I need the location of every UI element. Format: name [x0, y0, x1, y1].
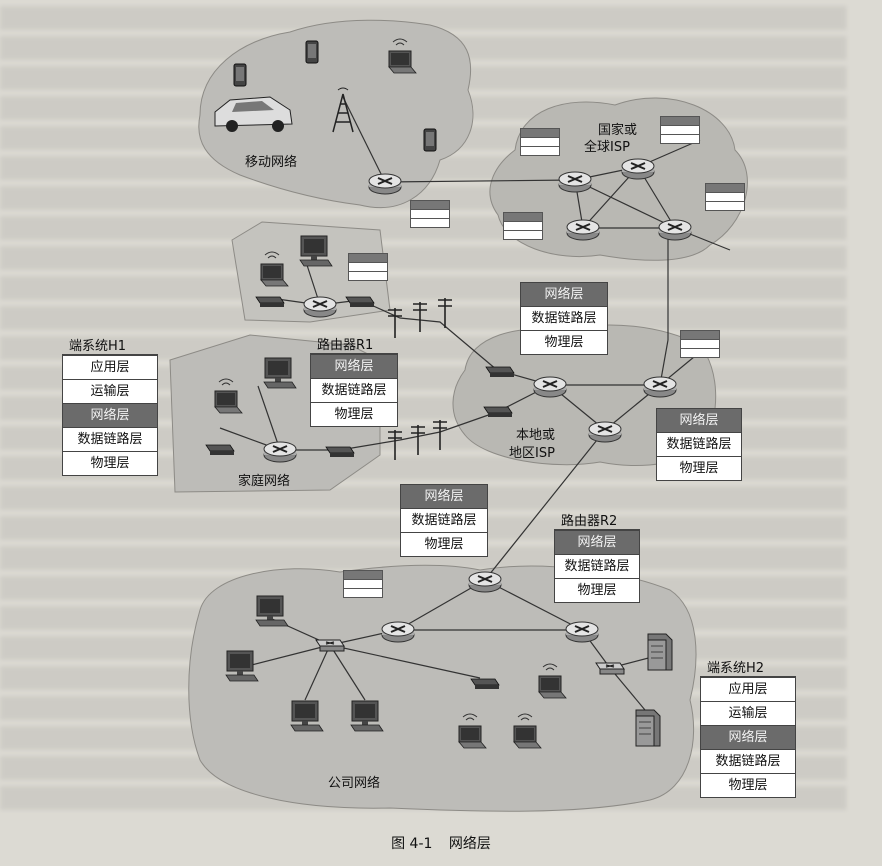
figure-number: 图 4-1 [391, 836, 433, 852]
layer-physical: 物理层 [311, 402, 397, 426]
router-r2-stack: 路由器R2 网络层 数据链路层 物理层 [554, 514, 640, 603]
mobile-network-label: 移动网络 [245, 155, 298, 170]
layer-transport: 运输层 [63, 379, 157, 403]
global-isp-router [621, 158, 655, 180]
layer-physical: 物理层 [401, 532, 487, 556]
layer-physical: 物理层 [657, 456, 741, 480]
phone-icon [305, 40, 319, 64]
layer-network: 网络层 [701, 725, 795, 749]
company-router [565, 621, 599, 643]
company-network-label: 公司网络 [328, 776, 381, 791]
layer-datalink: 数据链路层 [521, 306, 607, 330]
utility-pole-icon [437, 297, 453, 329]
layer-datalink: 数据链路层 [63, 427, 157, 451]
layer-network: 网络层 [555, 530, 639, 554]
layer-datalink: 数据链路层 [701, 749, 795, 773]
layer-datalink: 数据链路层 [657, 432, 741, 456]
home-router [263, 441, 297, 463]
server-icon [635, 709, 661, 747]
stack-title: 路由器R1 [317, 338, 374, 353]
modem [255, 296, 285, 308]
isp-modem [485, 366, 515, 378]
switch [315, 639, 345, 652]
mini-protocol-stack [520, 128, 560, 156]
local-isp-router [588, 421, 622, 443]
modem [205, 444, 235, 456]
mini-protocol-stack [705, 183, 745, 211]
company-router [468, 571, 502, 593]
desktop-pc-icon [350, 700, 384, 732]
desktop-pc-icon [263, 357, 297, 389]
mini-protocol-stack [410, 200, 450, 228]
layer-datalink: 数据链路层 [311, 378, 397, 402]
mini-protocol-stack [680, 330, 720, 358]
router-r1-stack: 路由器R1 网络层 数据链路层 物理层 [310, 338, 398, 427]
layer-datalink: 数据链路层 [401, 508, 487, 532]
local-isp-router-stack: 网络层 数据链路层 物理层 [656, 408, 742, 481]
global-isp-router [658, 219, 692, 241]
home-router [303, 296, 337, 318]
desktop-pc-icon [225, 650, 259, 682]
utility-pole-icon [410, 424, 426, 456]
layer-datalink: 数据链路层 [555, 554, 639, 578]
global-isp-router [566, 219, 600, 241]
layer-application: 应用层 [63, 355, 157, 379]
stack-title: 端系统H1 [69, 339, 127, 354]
global-isp-label-line1: 国家或 [598, 123, 638, 138]
layer-network: 网络层 [311, 354, 397, 378]
layer-application: 应用层 [701, 677, 795, 701]
utility-pole-icon [432, 419, 448, 451]
global-isp-router [558, 171, 592, 193]
layer-network: 网络层 [657, 409, 741, 432]
desktop-pc-icon [290, 700, 324, 732]
utility-pole-icon [387, 307, 403, 339]
layer-network: 网络层 [521, 283, 607, 306]
end-system-h1-stack: 端系统H1 应用层 运输层 网络层 数据链路层 物理层 [62, 339, 158, 476]
local-isp-router [643, 376, 677, 398]
switch [595, 662, 625, 675]
layer-physical: 物理层 [521, 330, 607, 354]
layer-transport: 运输层 [701, 701, 795, 725]
isp-router-stack: 网络层 数据链路层 物理层 [520, 282, 608, 355]
stack-title: 端系统H2 [707, 661, 765, 676]
layer-network: 网络层 [401, 485, 487, 508]
local-isp-label-line1: 本地或 [516, 428, 556, 443]
desktop-pc-icon [255, 595, 289, 627]
layer-network: 网络层 [63, 403, 157, 427]
mini-protocol-stack [503, 212, 543, 240]
mini-protocol-stack [343, 570, 383, 598]
home-network-label: 家庭网络 [238, 474, 291, 489]
layer-physical: 物理层 [701, 773, 795, 797]
local-isp-router [533, 376, 567, 398]
utility-pole-icon [412, 301, 428, 333]
global-isp-label-line2: 全球ISP [584, 140, 630, 155]
isp-modem [483, 406, 513, 418]
desktop-pc-icon [299, 235, 333, 267]
phone-icon [423, 128, 437, 152]
end-system-h2-stack: 端系统H2 应用层 运输层 网络层 数据链路层 物理层 [700, 661, 796, 798]
local-isp-label-line2: 地区ISP [509, 446, 555, 461]
utility-pole-icon [387, 429, 403, 461]
figure-caption: 图 4-1 网络层 [0, 833, 882, 853]
phone-icon [233, 63, 247, 87]
mini-protocol-stack [348, 253, 388, 281]
mid-router-stack: 网络层 数据链路层 物理层 [400, 484, 488, 557]
modem [470, 678, 500, 690]
server-icon [647, 633, 673, 671]
modem [325, 446, 355, 458]
mini-protocol-stack [660, 116, 700, 144]
modem [345, 296, 375, 308]
car-icon [214, 96, 293, 132]
layer-physical: 物理层 [555, 578, 639, 602]
company-router [381, 621, 415, 643]
figure-title: 网络层 [448, 836, 491, 852]
layer-physical: 物理层 [63, 451, 157, 475]
mobile-gateway-router [368, 173, 402, 195]
stack-title: 路由器R2 [561, 514, 618, 529]
